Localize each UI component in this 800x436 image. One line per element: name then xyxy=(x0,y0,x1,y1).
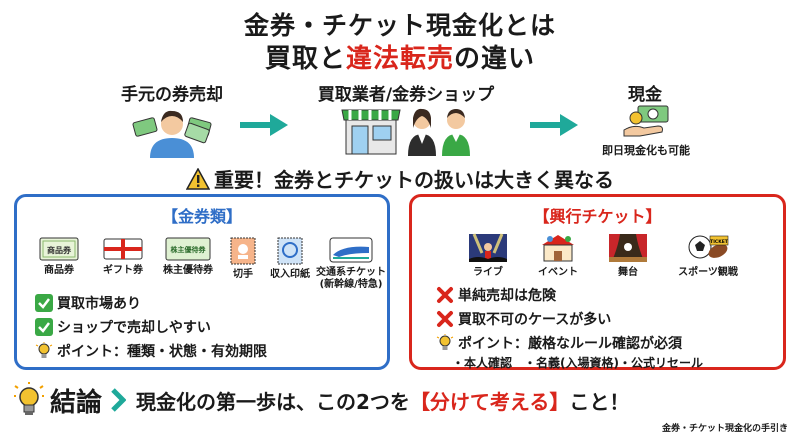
item-shohinken: 商品券 商品券 xyxy=(31,237,87,277)
flow-step-cash: 現金 xyxy=(628,85,662,105)
subtitle-part: 買取と xyxy=(264,44,346,74)
gift-card-icon xyxy=(103,238,143,260)
ticket-icon: 商品券 xyxy=(39,237,79,261)
event-icon xyxy=(542,235,574,262)
item-label: スポーツ観戦 xyxy=(678,267,738,278)
item-label: 商品券 xyxy=(44,265,74,276)
concert-icon xyxy=(469,233,507,262)
check-icon xyxy=(35,294,53,312)
kinken-point-shop: ショップで売却しやすい xyxy=(35,317,211,337)
lightbulb-icon xyxy=(436,334,454,352)
point-text: 単純売却は危険 xyxy=(458,288,556,304)
person-with-tickets-icon xyxy=(132,110,212,158)
ticket-text: TICKET xyxy=(710,239,729,245)
stamp-icon xyxy=(230,237,256,265)
conclusion-text: 現金化の第一歩は、この2つを【分けて考える】こと！ xyxy=(136,386,629,415)
note-text: ポイント：種類・状態・有効期限 xyxy=(57,344,267,360)
arrow-right-icon xyxy=(530,114,578,136)
kinken-title: 【金券類】 xyxy=(161,207,242,226)
kougyou-point-refuse: 買取不可のケースが多い xyxy=(436,309,611,329)
item-kotsu: 交通系チケット (新幹線/特急) xyxy=(313,237,389,291)
point-text: 買取不可のケースが多い xyxy=(458,312,612,328)
conclusion-part: 現金化の第一歩は、この2つを xyxy=(136,389,410,414)
item-label: 舞台 xyxy=(618,267,638,278)
item-inshi: 収入印紙 xyxy=(263,237,317,281)
theater-icon xyxy=(609,234,647,262)
flow-step-shop: 買取業者/金券ショップ xyxy=(317,85,495,105)
lightbulb-icon xyxy=(35,342,53,360)
chevron-right-icon xyxy=(111,388,127,412)
item-kitte: 切手 xyxy=(223,237,263,281)
item-label: 切手 xyxy=(233,269,253,280)
conclusion-bar: 結論 現金化の第一歩は、この2つを【分けて考える】こと！ xyxy=(14,380,786,420)
voucher-icon: 株主優待券 xyxy=(165,237,211,261)
cash-hand-icon xyxy=(623,105,669,137)
lightbulb-icon xyxy=(14,382,44,415)
item-live: ライブ xyxy=(460,233,516,279)
point-text: ショップで売却しやすい xyxy=(57,320,211,336)
subtitle-highlight: 違法転売 xyxy=(345,44,454,74)
item-label: ライブ xyxy=(473,267,503,278)
train-ticket-icon xyxy=(329,237,373,263)
cross-icon xyxy=(436,310,454,328)
conclusion-part: こと！ xyxy=(569,389,630,414)
kougyou-point-danger: 単純売却は危険 xyxy=(436,285,556,305)
note-text: ポイント：厳格なルール確認が必須 xyxy=(458,336,682,352)
item-label: ギフト券 xyxy=(103,265,143,276)
item-label: 交通系チケット xyxy=(316,267,386,278)
item-label: イベント xyxy=(538,267,578,278)
item-giftken: ギフト券 xyxy=(93,237,153,277)
arrow-right-icon xyxy=(240,114,288,136)
kinken-point-market: 買取市場あり xyxy=(35,293,141,313)
flow-step-sell: 手元の券売却 xyxy=(121,85,223,105)
conclusion-highlight: 【分けて考える】 xyxy=(409,389,570,414)
point-text: 買取市場あり xyxy=(57,296,141,312)
subtitle-part: の違い xyxy=(454,44,536,74)
important-notice: 重要！金券とチケットの扱いは大きく異なる xyxy=(0,164,800,193)
warning-icon xyxy=(185,167,211,190)
footer-credit: 金券・チケット現金化の手引き xyxy=(661,424,788,434)
item-sports: TICKET スポーツ観戦 xyxy=(670,233,746,279)
item-event: イベント xyxy=(530,233,586,279)
item-label: 収入印紙 xyxy=(270,269,310,280)
flow-cash-note: 即日現金化も可能 xyxy=(602,144,690,157)
kougyou-panel: 【興行チケット】 ライブ イベント 舞台 xyxy=(409,194,786,370)
page-title: 金券・チケット現金化とは xyxy=(243,11,556,40)
gift-text: 商品券 xyxy=(47,245,72,255)
item-yutaiken: 株主優待券 株主優待券 xyxy=(153,237,223,277)
sports-icon: TICKET xyxy=(688,235,729,259)
page-subtitle: 買取と違法転売の違い xyxy=(0,38,800,75)
revenue-stamp-icon xyxy=(277,237,303,265)
important-text: 重要！金券とチケットの扱いは大きく異なる xyxy=(214,168,614,192)
conclusion-word: 結論 xyxy=(50,387,103,418)
cross-icon xyxy=(436,286,454,304)
kinken-note: ポイント：種類・状態・有効期限 xyxy=(35,341,267,361)
item-label-sub: (新幹線/特急) xyxy=(319,279,383,290)
kinken-panel: 【金券類】 商品券 商品券 ギフト券 株主優待券 株主優待券 切手 xyxy=(14,194,390,370)
kougyou-title: 【興行チケット】 xyxy=(533,207,662,226)
item-label: 株主優待券 xyxy=(163,265,213,276)
kougyou-note: ポイント：厳格なルール確認が必須 xyxy=(436,333,682,353)
shop-staff-icon xyxy=(341,108,470,156)
item-stage: 舞台 xyxy=(600,233,656,279)
check-icon xyxy=(35,318,53,336)
kougyou-subnote: ・本人確認 ・名義(入場資格)・公式リセール xyxy=(452,356,703,370)
voucher-text: 株主優待券 xyxy=(171,245,207,254)
